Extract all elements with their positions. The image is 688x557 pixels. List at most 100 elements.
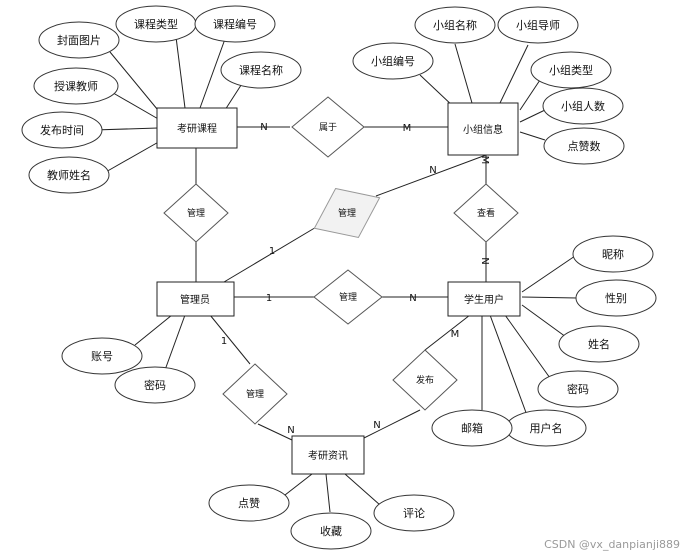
- edges: [93, 36, 578, 513]
- entity-group-label: 小组信息: [463, 123, 503, 136]
- attr-student-username-label: 用户名: [530, 421, 563, 435]
- rel-view-label: 查看: [477, 207, 495, 219]
- edge-course-teacher: [107, 89, 161, 121]
- rel-manage-student: 管理: [313, 269, 383, 325]
- attr-group-count-label: 小组人数: [561, 99, 605, 113]
- attr-group-mentor: 小组导师: [497, 6, 579, 44]
- attr-group-mentor-label: 小组导师: [516, 18, 560, 32]
- attr-group-type: 小组类型: [530, 51, 612, 89]
- attr-course-cover: 封面图片: [38, 21, 120, 59]
- attr-admin-account-label: 账号: [91, 350, 113, 363]
- edge-student-gender: [521, 296, 578, 299]
- rel-manage-news-label: 管理: [246, 388, 264, 400]
- edge-group-manage: [375, 154, 487, 197]
- attr-student-name-label: 姓名: [588, 337, 610, 351]
- attr-student-gender-label: 性别: [605, 291, 627, 305]
- attr-student-email: 邮箱: [431, 409, 513, 447]
- edge-group-name: [454, 43, 473, 104]
- card-group-admin-rel: N: [429, 165, 436, 176]
- attr-student-gender: 性别: [575, 279, 657, 317]
- attr-news-comment: 评论: [373, 494, 455, 532]
- attr-course-teachername: 教师姓名: [28, 156, 110, 194]
- cardinalities: N M N 1 M N 1 N 1 N N M: [221, 122, 490, 436]
- attr-group-type-label: 小组类型: [549, 63, 593, 77]
- card-admin-group-rel: 1: [269, 246, 275, 257]
- card-admin-student: 1: [266, 293, 272, 304]
- attr-student-nickname: 昵称: [572, 235, 654, 273]
- edge-news-like: [284, 473, 313, 496]
- attr-course-teacher-label: 授课教师: [54, 79, 98, 93]
- rel-manage-group: 管理: [313, 187, 381, 239]
- attr-course-teachername-label: 教师姓名: [47, 168, 91, 182]
- entity-admin-label: 管理员: [180, 293, 210, 306]
- card-student-publish: M: [451, 329, 460, 340]
- edge-student-password: [504, 314, 551, 379]
- rel-manage-course-label: 管理: [187, 207, 205, 219]
- edge-group-likes: [519, 131, 546, 141]
- attr-group-name-label: 小组名称: [433, 18, 477, 32]
- attr-student-email-label: 邮箱: [461, 421, 483, 435]
- entity-news: 考研资讯: [291, 435, 365, 475]
- attr-news-like-label: 点赞: [238, 497, 260, 510]
- edge-student-nickname: [521, 255, 576, 293]
- rel-manage-group-label: 管理: [338, 207, 356, 219]
- attr-group-id-label: 小组编号: [371, 54, 415, 68]
- attr-group-likes-label: 点赞数: [568, 140, 601, 153]
- entity-course-label: 考研课程: [177, 123, 217, 135]
- attr-course-time-label: 发布时间: [40, 123, 84, 137]
- card-news-admin: N: [287, 425, 294, 436]
- attr-news-comment-label: 评论: [403, 506, 425, 520]
- entity-group: 小组信息: [447, 102, 519, 156]
- card-news-publish: N: [373, 420, 380, 431]
- edge-student-name: [521, 304, 567, 338]
- rel-manage-course: 管理: [163, 183, 229, 243]
- card-course-belongs: N: [260, 122, 267, 133]
- attr-course-name: 课程名称: [220, 51, 302, 89]
- attr-student-password-label: 密码: [567, 382, 589, 396]
- attr-news-like: 点赞: [208, 484, 290, 522]
- attr-group-count: 小组人数: [542, 87, 624, 125]
- rel-manage-news: 管理: [222, 363, 288, 425]
- edge-course-type: [175, 36, 186, 109]
- rel-belongs-label: 属于: [319, 122, 337, 133]
- attr-admin-password-label: 密码: [144, 378, 166, 392]
- rel-view: 查看: [453, 183, 519, 243]
- edge-group-type: [519, 79, 541, 111]
- edge-admin-password: [164, 314, 186, 371]
- rel-manage-student-label: 管理: [339, 291, 357, 303]
- edge-admin-manage4: [209, 314, 251, 365]
- card-admin-news: 1: [221, 336, 227, 347]
- attr-course-id: 课程编号: [194, 5, 276, 43]
- attr-news-collect: 收藏: [290, 512, 372, 550]
- entity-student: 学生用户: [447, 281, 521, 317]
- attr-course-name-label: 课程名称: [239, 63, 283, 77]
- edge-student-publish: [424, 314, 471, 351]
- edge-student-username: [489, 314, 529, 419]
- attr-student-password: 密码: [537, 370, 619, 408]
- edge-course-id: [199, 38, 226, 109]
- attr-student-nickname-label: 昵称: [602, 247, 624, 261]
- attr-student-name: 姓名: [558, 325, 640, 363]
- card-student-admin: N: [409, 293, 416, 304]
- attr-course-type: 课程类型: [115, 5, 197, 43]
- attr-student-username: 用户名: [505, 409, 587, 447]
- attr-news-collect-label: 收藏: [320, 524, 342, 538]
- attr-course-teacher: 授课教师: [33, 67, 119, 105]
- attr-admin-password: 密码: [114, 366, 196, 404]
- card-group-view: M: [479, 156, 490, 165]
- edge-news-comment: [344, 473, 381, 506]
- entity-student-label: 学生用户: [464, 293, 504, 306]
- attr-course-type-label: 课程类型: [134, 17, 178, 31]
- rel-belongs: 属于: [291, 96, 365, 158]
- attr-group-likes: 点赞数: [543, 127, 625, 165]
- edge-course-cover: [109, 51, 163, 116]
- rel-publish-label: 发布: [416, 374, 434, 386]
- entity-course: 考研课程: [156, 107, 238, 149]
- attr-course-id-label: 课程编号: [213, 17, 257, 31]
- edge-group-count: [519, 109, 546, 123]
- attr-admin-account: 账号: [61, 337, 143, 375]
- rel-publish: 发布: [392, 349, 458, 411]
- card-student-view: N: [479, 257, 490, 264]
- edge-group-mentor: [499, 44, 529, 104]
